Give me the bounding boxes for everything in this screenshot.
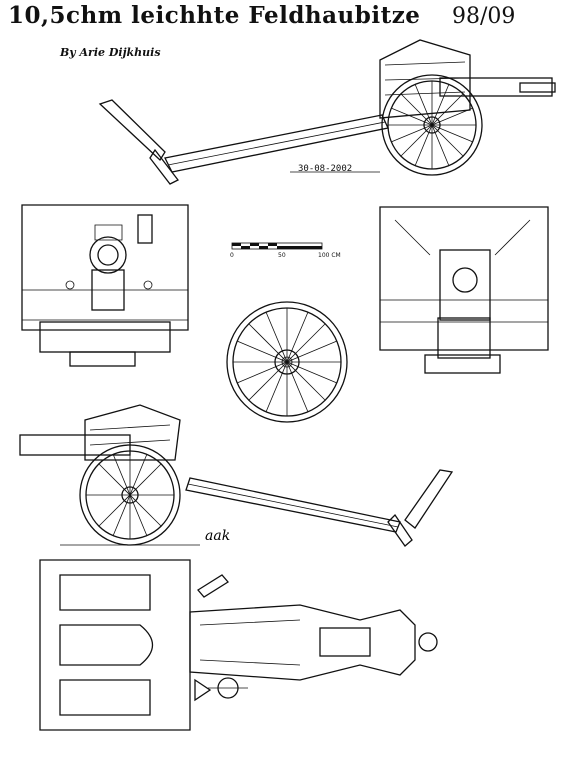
plan-view xyxy=(39,559,438,731)
scale-label-start: 0 xyxy=(230,252,234,259)
scale-label-end: 100 CM xyxy=(318,252,341,259)
drawing-date: 30-08-2002 xyxy=(298,164,353,174)
author-credit: By Arie Dijkhuis xyxy=(60,46,161,59)
wheel-detail xyxy=(226,301,348,423)
scale-label-mid: 50 xyxy=(278,252,286,259)
side-view-top xyxy=(98,39,556,185)
side-view-middle xyxy=(19,404,454,547)
drawing-title: 10,5chm leichhte Feldhaubitze xyxy=(8,2,421,29)
model-number: 98/09 xyxy=(452,4,516,29)
signature: aak xyxy=(205,528,230,544)
front-view xyxy=(21,204,189,367)
scale-bar xyxy=(231,242,323,250)
rear-view xyxy=(379,206,549,374)
